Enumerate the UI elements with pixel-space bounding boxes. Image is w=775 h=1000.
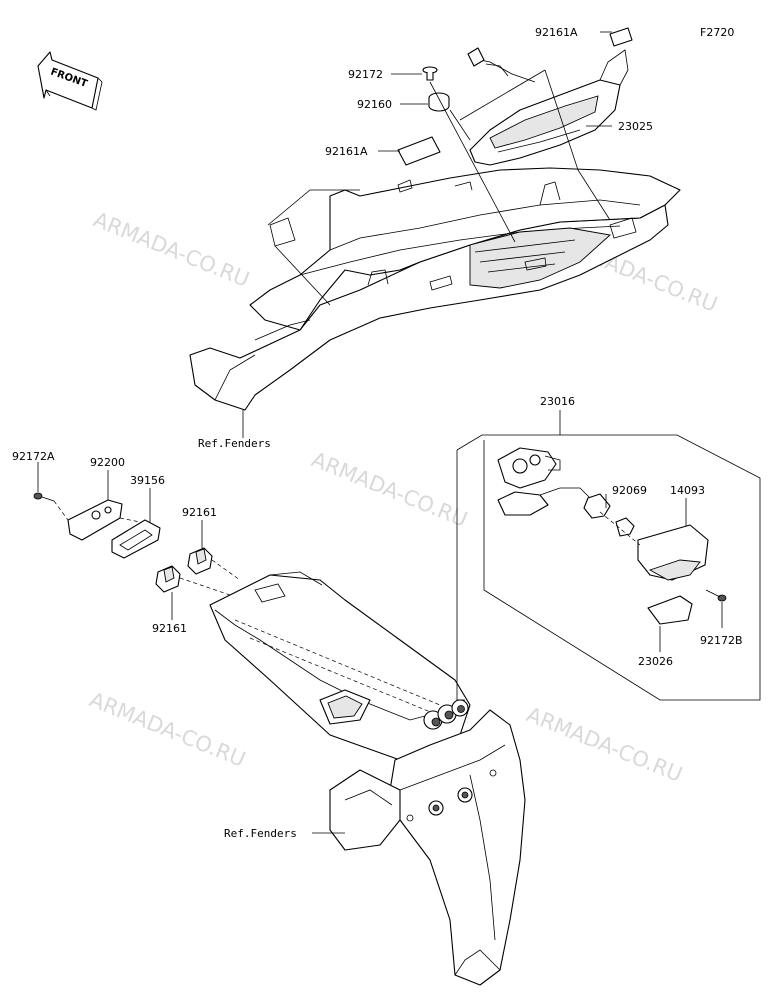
label-39156: 39156 (130, 474, 165, 487)
diagram-code: F2720 (700, 26, 734, 39)
assembly-bracket-frame (456, 434, 761, 701)
label-14093: 14093 (670, 484, 705, 497)
label-23026: 23026 (638, 655, 673, 668)
ref-fenders-upper: Ref.Fenders (198, 437, 271, 450)
tail-lamp-23025 (467, 27, 633, 166)
label-92172B: 92172B (700, 634, 743, 647)
part-92161A-pad (397, 136, 441, 166)
part-92172-screw (422, 66, 438, 81)
turn-signal-assembly-23016 (456, 410, 761, 701)
watermark-5: ARMADA-CO.RU (523, 702, 686, 786)
label-92161A-top: 92161A (535, 26, 578, 39)
label-92161-upper: 92161 (182, 506, 217, 519)
part-92161-upper-grommet (187, 547, 213, 575)
leader-lines-upper (242, 31, 612, 438)
label-92069: 92069 (612, 484, 647, 497)
part-92161-lower-grommet (155, 565, 181, 593)
front-arrow-icon: FRONT (37, 51, 103, 111)
label-92172A: 92172A (12, 450, 55, 463)
tail-cover-assembly (189, 167, 681, 411)
part-92172B-screw (705, 589, 727, 602)
watermark-1: ARMADA-CO.RU (90, 207, 253, 291)
part-92172A-screw (33, 492, 55, 502)
label-92161-lower: 92161 (152, 622, 187, 635)
watermark-3: ARMADA-CO.RU (308, 447, 471, 531)
rear-fender-assembly (209, 571, 526, 986)
license-lamp-parts (33, 492, 241, 596)
ref-fenders-lower: Ref.Fenders (224, 827, 297, 840)
label-23016: 23016 (540, 395, 575, 408)
label-92200: 92200 (90, 456, 125, 469)
part-92160-grommet (428, 92, 450, 112)
leader-lines-left (37, 462, 203, 620)
label-92172: 92172 (348, 68, 383, 81)
part-39156-lens (111, 519, 161, 559)
part-92200-bracket (67, 499, 123, 541)
label-92160: 92160 (357, 98, 392, 111)
label-92161A-mid: 92161A (325, 145, 368, 158)
label-23025: 23025 (618, 120, 653, 133)
watermark-4: ARMADA-CO.RU (86, 687, 249, 771)
